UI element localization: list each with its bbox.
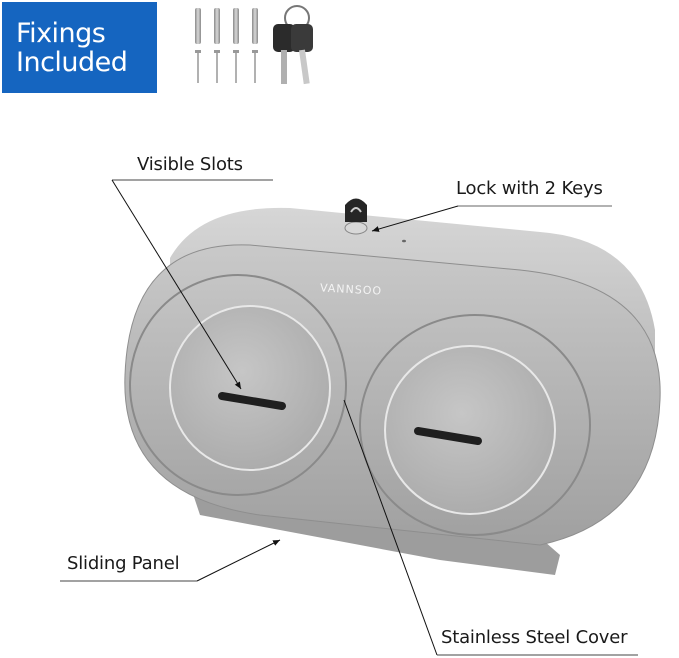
callout-lock: Lock with 2 Keys bbox=[456, 178, 603, 199]
cover-leader bbox=[343, 399, 438, 656]
callout-sliding-panel: Sliding Panel bbox=[67, 553, 180, 574]
banner-line-2: Included bbox=[16, 46, 128, 78]
callout-visible-slots: Visible Slots bbox=[137, 154, 243, 175]
keys-icon bbox=[273, 5, 313, 85]
sliding-panel-leader bbox=[196, 539, 281, 582]
fixings-illustration bbox=[195, 5, 313, 85]
left-roll-ring bbox=[129, 274, 347, 496]
right-roll-ring bbox=[359, 314, 591, 536]
lock-icon bbox=[344, 198, 368, 235]
right-visible-slot bbox=[414, 427, 482, 445]
screw-icon bbox=[195, 50, 258, 83]
banner-line-1: Fixings bbox=[16, 17, 106, 49]
visible-slots-leader bbox=[111, 179, 242, 390]
left-roll-disc bbox=[169, 305, 331, 471]
wall-plug-icon bbox=[195, 8, 258, 44]
screw-hole bbox=[402, 239, 406, 243]
callout-cover: Stainless Steel Cover bbox=[441, 627, 628, 648]
right-roll-disc bbox=[384, 345, 556, 515]
left-visible-slot bbox=[218, 392, 286, 410]
fixings-included-banner: Fixings Included bbox=[2, 2, 157, 93]
lock-leader bbox=[371, 205, 459, 232]
